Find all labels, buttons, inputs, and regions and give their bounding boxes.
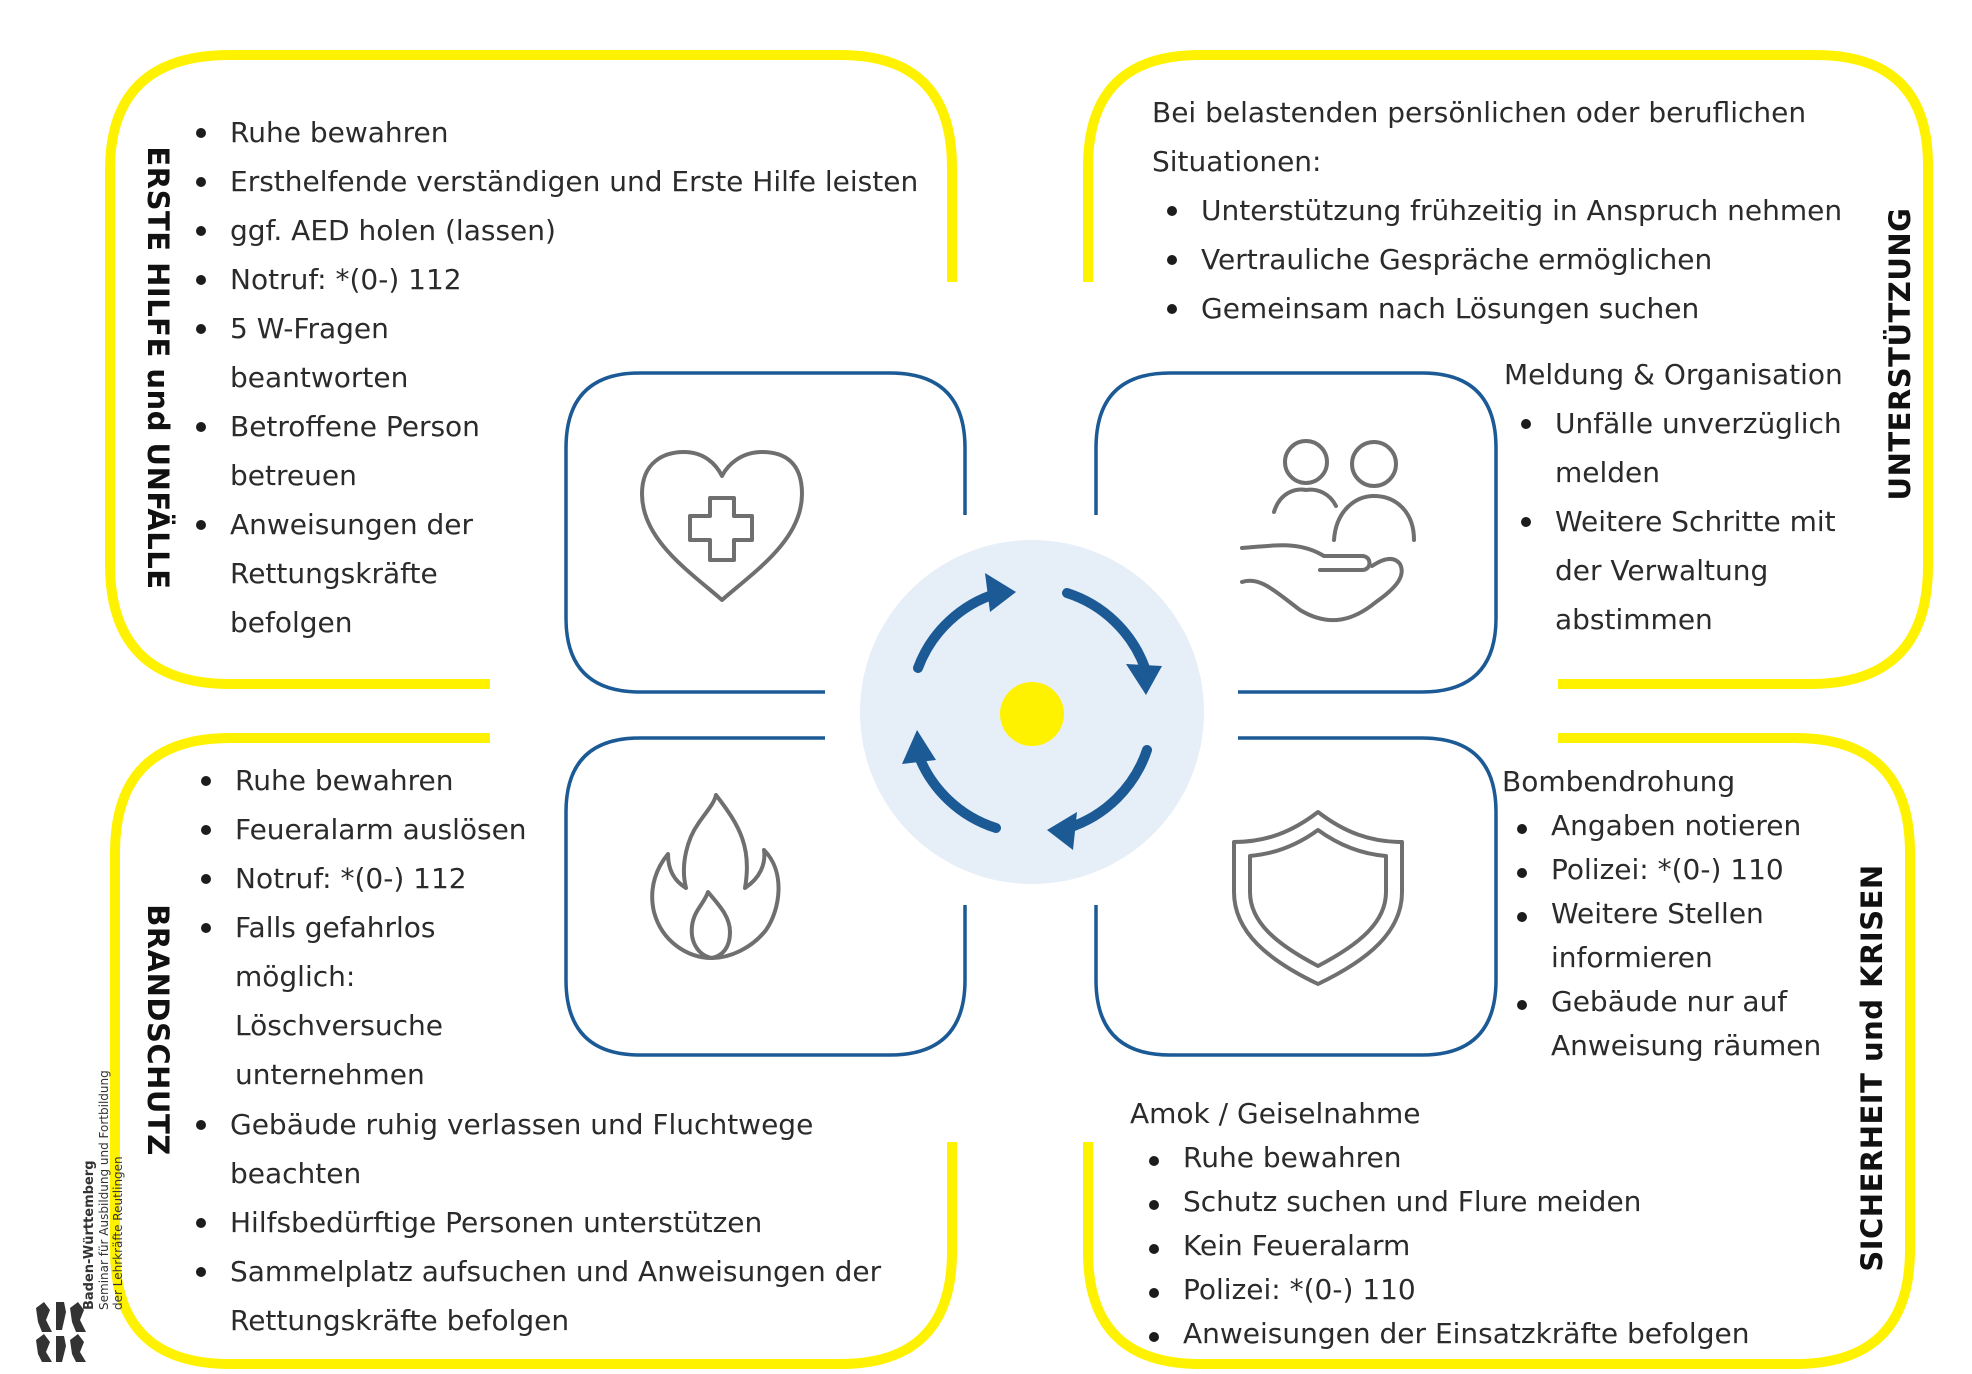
list-item: Schutz suchen und Flure meiden (1146, 1180, 1830, 1224)
amok-block: Amok / Geiselnahme Ruhe bewahren Schutz … (1130, 1092, 1830, 1356)
bomb-heading: Bombendrohung (1502, 765, 1736, 798)
list-item: Feueralarm auslösen (198, 805, 558, 854)
list-item: Weitere Schritte mit der Verwaltung abst… (1518, 497, 1855, 644)
fire-list-block-top: Ruhe bewahren Feueralarm auslösen Notruf… (198, 756, 558, 1099)
icon-frame-br (1094, 736, 1498, 1057)
list-item: Anweisungen der Einsatzkräfte befolgen (1146, 1312, 1830, 1356)
list-item: 5 W-Fragen beantworten (193, 304, 410, 402)
list-item: Sammelplatz aufsuchen und Anweisungen de… (193, 1247, 920, 1345)
shield-icon (1232, 810, 1404, 986)
title-fire: BRANDSCHUTZ (141, 904, 175, 1156)
support-intro: Bei belastenden persönlichen oder berufl… (1152, 96, 1807, 178)
center-dot (1000, 682, 1064, 746)
list-item: Gebäude ruhig verlassen und Fluchtwege b… (193, 1100, 830, 1198)
frame-fire (110, 733, 957, 1369)
amok-list: Ruhe bewahren Schutz suchen und Flure me… (1146, 1136, 1830, 1356)
bw-coat-of-arms-icon (36, 1302, 86, 1362)
list-item: Gemeinsam nach Lösungen suchen (1164, 284, 1852, 333)
cycle-arrows-icon (913, 588, 1152, 833)
list-item: Notruf: *(0-) 112 (193, 255, 933, 304)
list-item: Ruhe bewahren (193, 108, 933, 157)
fire-list-block-bottom: Gebäude ruhig verlassen und Fluchtwege b… (193, 1100, 933, 1345)
list-item: Vertrauliche Gespräche ermöglichen (1164, 235, 1852, 284)
bomb-list: Angaben notieren Polizei: *(0-) 110 Weit… (1514, 804, 1862, 1068)
support-sub-list: Unfälle unverzüglich melden Weitere Schr… (1518, 399, 1864, 644)
support-sub-heading: Meldung & Organisation (1504, 358, 1843, 391)
frame-security (1083, 733, 1915, 1369)
frame-first-aid (105, 50, 957, 689)
list-item: Angaben notieren (1514, 804, 1862, 848)
list-item: Kein Feueralarm (1146, 1224, 1830, 1268)
list-item: Ruhe bewahren (1146, 1136, 1830, 1180)
bomb-block: Bombendrohung Angaben notieren Polizei: … (1502, 760, 1862, 1068)
list-item: Polizei: *(0-) 110 (1146, 1268, 1830, 1312)
list-item: Unterstützung frühzeitig in Anspruch neh… (1164, 186, 1852, 235)
list-item: Weitere Stellen informieren (1514, 892, 1831, 980)
list-item: ggf. AED holen (lassen) (193, 206, 933, 255)
first-aid-list: Ruhe bewahren Ersthelfende verständigen … (193, 108, 933, 647)
frame-support (1083, 50, 1933, 689)
list-item: Notruf: *(0-) 112 (198, 854, 558, 903)
icon-frame-tl (564, 371, 967, 694)
support-list: Unterstützung frühzeitig in Anspruch neh… (1164, 186, 1852, 333)
logo-line2: der Lehrkräfte Reutlingen (111, 1156, 125, 1310)
first-aid-list-block: Ruhe bewahren Ersthelfende verständigen … (193, 108, 933, 647)
logo-line1: Seminar für Ausbildung und Fortbildung (97, 1070, 111, 1310)
heart-cross-icon (640, 450, 804, 602)
icon-frame-tr (1094, 371, 1498, 694)
list-item: Polizei: *(0-) 110 (1514, 848, 1862, 892)
flame-icon (650, 793, 781, 960)
title-first-aid: ERSTE HILFE und UNFÄLLE (141, 146, 175, 590)
list-item: Gebäude nur auf Anweisung räumen (1514, 980, 1851, 1068)
list-item: Anweisungen der Rettungskräfte befolgen (193, 500, 530, 647)
logo-text: Baden-Württemberg Seminar für Ausbildung… (82, 1070, 125, 1310)
list-item: Ruhe bewahren (198, 756, 558, 805)
support-block: Bei belastenden persönlichen oder berufl… (1152, 88, 1852, 333)
title-support: UNTERSTÜTZUNG (1883, 207, 1917, 501)
fire-list-bottom: Gebäude ruhig verlassen und Fluchtwege b… (193, 1100, 933, 1345)
people-hand-icon (1240, 439, 1416, 623)
list-item: Falls gefahrlos möglich: Löschversuche u… (198, 903, 485, 1099)
logo-state: Baden-Württemberg (82, 1160, 97, 1310)
list-item: Betroffene Person betreuen (193, 402, 530, 500)
list-item: Hilfsbedürftige Personen unterstützen (193, 1198, 933, 1247)
fire-list-top: Ruhe bewahren Feueralarm auslösen Notruf… (198, 756, 558, 1099)
amok-heading: Amok / Geiselnahme (1130, 1097, 1421, 1130)
support-sub-block: Meldung & Organisation Unfälle unverzügl… (1504, 350, 1864, 644)
list-item: Ersthelfende verständigen und Erste Hilf… (193, 157, 933, 206)
icon-frame-bl (564, 736, 967, 1057)
list-item: Unfälle unverzüglich melden (1518, 399, 1855, 497)
